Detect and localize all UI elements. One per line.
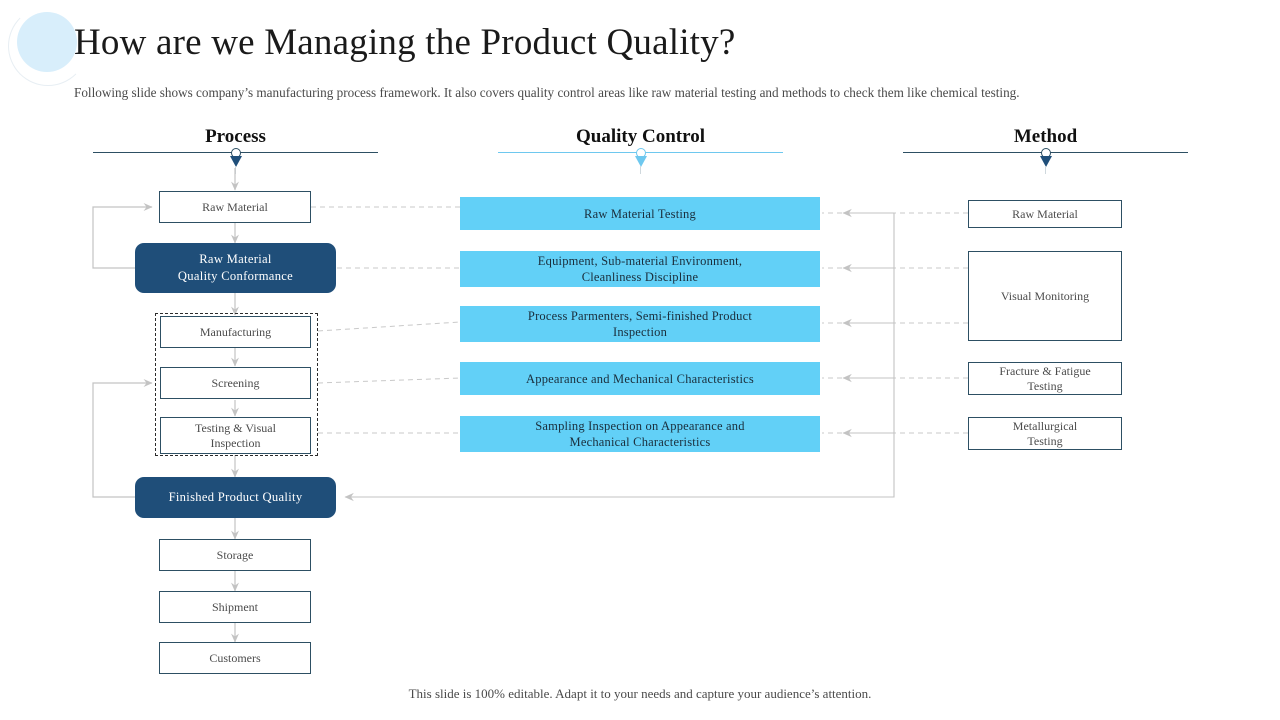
pin-triangle	[634, 156, 647, 167]
quality-control-item-equipment-sub-material[interactable]: Equipment, Sub-material Environment, Cle…	[460, 251, 820, 287]
column-heading-quality-control-label: Quality Control	[576, 126, 705, 147]
map-pin-icon	[632, 148, 650, 174]
method-item-visual-monitoring[interactable]: Visual Monitoring	[968, 251, 1122, 341]
quality-control-item-label: Sampling Inspection on Appearance and Me…	[535, 419, 745, 449]
column-heading-process-label: Process	[205, 126, 266, 147]
process-step-label: Testing & Visual Inspection	[195, 420, 276, 450]
method-item-raw-material[interactable]: Raw Material	[968, 200, 1122, 228]
process-step-storage[interactable]: Storage	[159, 539, 311, 571]
quality-control-item-process-parmenters[interactable]: Process Parmenters, Semi-finished Produc…	[460, 306, 820, 342]
quality-control-item-label: Process Parmenters, Semi-finished Produc…	[527, 309, 753, 339]
process-step-label: Raw Material Quality Conformance	[177, 252, 294, 283]
process-step-label: Shipment	[211, 599, 258, 614]
quality-control-item-appearance-mechanical[interactable]: Appearance and Mechanical Characteristic…	[460, 362, 820, 395]
decoration-circle	[17, 12, 77, 72]
slide-footer-note: This slide is 100% editable. Adapt it to…	[408, 686, 872, 701]
page-subtitle: Following slide shows company’s manufact…	[74, 85, 1020, 100]
quality-control-item-sampling-inspection[interactable]: Sampling Inspection on Appearance and Me…	[460, 416, 820, 452]
pin-stem	[640, 166, 641, 174]
process-step-label: Finished Product Quality	[168, 490, 303, 504]
quality-control-item-label: Appearance and Mechanical Characteristic…	[526, 371, 754, 386]
pin-stem	[1045, 166, 1046, 174]
column-heading-process: Process	[93, 126, 378, 174]
page-title: How are we Managing the Product Quality?	[74, 22, 736, 63]
pin-stem	[235, 166, 236, 174]
map-pin-icon	[227, 148, 245, 174]
process-step-label: Customers	[209, 650, 261, 665]
process-step-raw-material-quality-conformance[interactable]: Raw Material Quality Conformance	[135, 243, 336, 293]
pin-triangle	[1039, 156, 1052, 167]
process-step-manufacturing[interactable]: Manufacturing	[160, 316, 311, 348]
process-step-screening[interactable]: Screening	[160, 367, 311, 399]
pin-triangle	[229, 156, 242, 167]
method-item-label: Raw Material	[1012, 206, 1078, 221]
method-item-label: Fracture & Fatigue Testing	[999, 363, 1091, 393]
process-step-label: Storage	[216, 547, 254, 562]
process-step-raw-material[interactable]: Raw Material	[159, 191, 311, 223]
column-heading-quality-control: Quality Control	[498, 126, 783, 174]
column-heading-method: Method	[903, 126, 1188, 174]
process-step-label: Raw Material	[202, 199, 268, 214]
process-step-label: Screening	[211, 375, 260, 390]
quality-control-item-raw-material-testing[interactable]: Raw Material Testing	[460, 197, 820, 230]
manufacturing-stage-group	[155, 313, 318, 456]
process-step-shipment[interactable]: Shipment	[159, 591, 311, 623]
quality-control-item-label: Equipment, Sub-material Environment, Cle…	[537, 254, 743, 284]
column-heading-method-label: Method	[1013, 126, 1078, 147]
process-step-finished-product-quality[interactable]: Finished Product Quality	[135, 477, 336, 518]
process-step-customers[interactable]: Customers	[159, 642, 311, 674]
method-item-metallurgical-testing[interactable]: Metallurgical Testing	[968, 417, 1122, 450]
process-step-label: Manufacturing	[199, 324, 272, 339]
method-item-fracture-fatigue-testing[interactable]: Fracture & Fatigue Testing	[968, 362, 1122, 395]
method-item-label: Metallurgical Testing	[1012, 418, 1078, 448]
method-item-label: Visual Monitoring	[1000, 288, 1090, 303]
quality-control-item-label: Raw Material Testing	[584, 206, 696, 221]
decoration-arc	[8, 6, 88, 86]
process-step-testing-visual-inspection[interactable]: Testing & Visual Inspection	[160, 417, 311, 454]
map-pin-icon	[1037, 148, 1055, 174]
